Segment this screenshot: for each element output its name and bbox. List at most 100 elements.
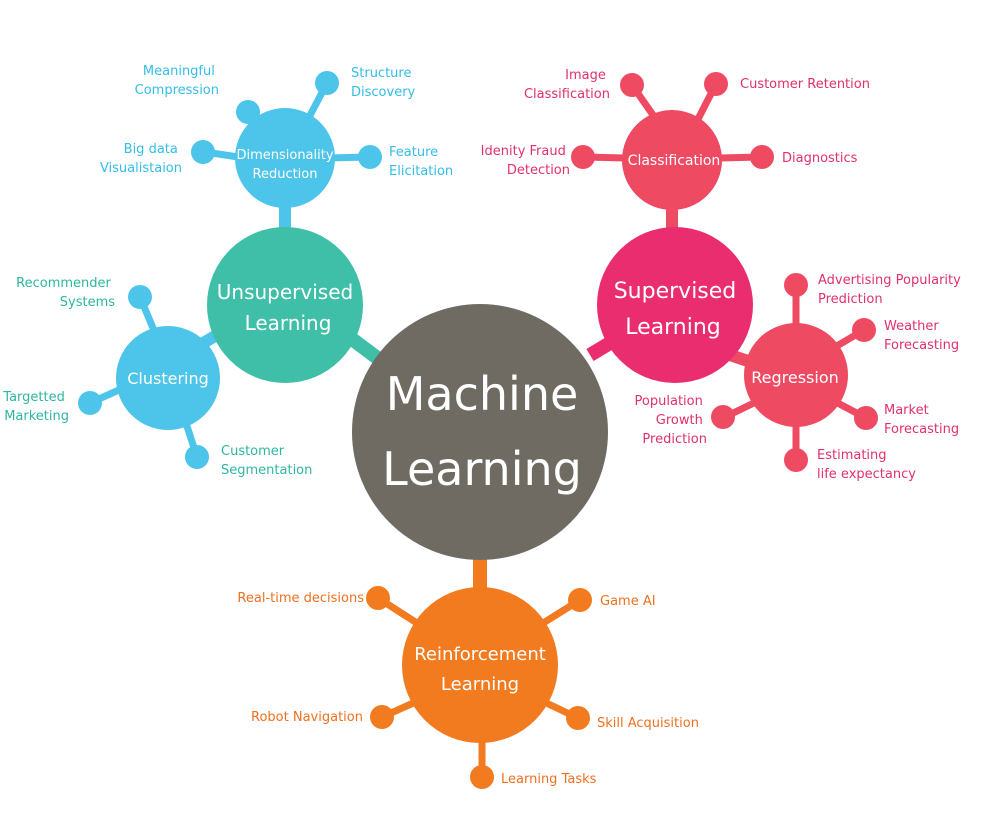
leaf-label-line: Customer [221, 444, 285, 459]
center-label-line1: Machine [386, 367, 579, 421]
leaf-dot [236, 100, 260, 124]
leaf-dot [852, 318, 876, 342]
leaf-dot [711, 405, 735, 429]
reinforcement-label-line2: Learning [441, 674, 519, 695]
leaf-label-line: Image [565, 68, 606, 83]
leaf-dot [566, 706, 590, 730]
leaf-label-line: Diagnostics [782, 151, 858, 166]
leaf-dots [78, 71, 878, 789]
unsupervised-circle [207, 227, 363, 383]
leaf-label: Feature Elicitation [389, 145, 453, 179]
supervised-label-line1: Supervised [614, 279, 737, 304]
leaf-dot [784, 273, 808, 297]
leaf-label: Structure Discovery [351, 66, 416, 100]
leaf-label-line: Elicitation [389, 164, 453, 179]
leaf-dot [470, 765, 494, 789]
supervised-circle [597, 227, 753, 383]
leaf-label: Idenity Fraud Detection [481, 144, 570, 178]
leaf-label-line: Real-time decisions [237, 591, 364, 606]
leaf-label: Estimating life expectancy [817, 448, 916, 482]
leaf-label: Targetted Marketing [2, 390, 69, 424]
leaf-label: Skill Acquisition [597, 716, 699, 731]
leaf-label-line: Idenity Fraud [481, 144, 566, 159]
leaf-dot [315, 71, 339, 95]
leaf-label: Real-time decisions [237, 591, 364, 606]
leaf-label-line: Feature [389, 145, 438, 160]
leaf-dot [78, 391, 102, 415]
leaf-dot [854, 406, 878, 430]
leaf-label-line: Learning Tasks [501, 772, 597, 787]
leaf-label: Weather Forecasting [884, 319, 959, 353]
leaf-label: Image Classification [524, 68, 610, 102]
leaf-dot [185, 445, 209, 469]
classification-circle [622, 110, 722, 210]
node-machine-learning: Machine Learning [352, 304, 608, 560]
node-classification: Classification [622, 110, 722, 210]
leaf-label: Population Growth Prediction [635, 394, 707, 447]
leaf-label-line: Skill Acquisition [597, 716, 699, 731]
leaf-label-line: Estimating [817, 448, 887, 463]
leaf-label-line: life expectancy [817, 467, 916, 482]
leaf-label-line: Recommender [16, 276, 111, 291]
leaf-label: Market Forecasting [884, 403, 959, 437]
classification-label: Classification [628, 153, 721, 169]
leaf-label: Customer Retention [740, 77, 870, 92]
leaf-label-line: Structure [351, 66, 411, 81]
clustering-label: Clustering [127, 369, 209, 388]
leaf-label: Meaningful Compression [135, 64, 219, 98]
center-circle [352, 304, 608, 560]
unsupervised-label-line2: Learning [245, 311, 332, 335]
leaf-label-line: Compression [135, 83, 219, 98]
leaf-label-line: Marketing [4, 409, 69, 424]
leaf-label-line: Population [635, 394, 703, 409]
leaf-label: Game AI [600, 594, 656, 609]
leaf-dot [571, 145, 595, 169]
leaf-label: Big data Visualistaion [100, 142, 182, 176]
leaf-label-line: Market [884, 403, 929, 418]
node-unsupervised-learning: Unsupervised Learning [207, 227, 363, 383]
leaf-dot [370, 705, 394, 729]
leaf-label-line: Classification [524, 87, 610, 102]
node-supervised-learning: Supervised Learning [597, 227, 753, 383]
regression-label: Regression [751, 368, 839, 387]
node-regression: Regression [744, 323, 848, 427]
leaf-label: Learning Tasks [501, 772, 597, 787]
leaf-label-line: Prediction [642, 432, 707, 447]
supervised-label-line2: Learning [625, 315, 721, 340]
dimensionality-label-line2: Reduction [253, 167, 318, 182]
leaf-label-line: Prediction [818, 292, 883, 307]
leaf-label-line: Big data [124, 142, 178, 157]
node-reinforcement-learning: Reinforcement Learning [402, 587, 558, 743]
dimensionality-label-line1: Dimensionality [236, 148, 333, 163]
leaf-dot [568, 588, 592, 612]
leaf-dot [620, 73, 644, 97]
leaf-label: Recommender Systems [16, 276, 115, 310]
leaf-dot [784, 448, 808, 472]
leaf-label-line: Robot Navigation [251, 710, 363, 725]
leaf-label-line: Targetted [2, 390, 65, 405]
node-clustering: Clustering [116, 326, 220, 430]
node-dimensionality-reduction: Dimensionality Reduction [235, 108, 335, 208]
leaf-label-line: Detection [507, 163, 570, 178]
leaf-dot [366, 586, 390, 610]
reinforcement-circle [402, 587, 558, 743]
leaf-label-line: Advertising Popularity [818, 273, 961, 288]
leaf-label-line: Growth [656, 413, 703, 428]
leaf-label: Diagnostics [782, 151, 858, 166]
leaf-dot [191, 140, 215, 164]
leaf-label-line: Segmentation [221, 463, 312, 478]
leaf-label: Customer Segmentation [221, 444, 312, 478]
leaf-label-line: Game AI [600, 594, 656, 609]
leaf-label: Advertising Popularity Prediction [818, 273, 965, 307]
leaf-label-line: Forecasting [884, 422, 959, 437]
leaf-dot [128, 285, 152, 309]
reinforcement-label-line1: Reinforcement [414, 644, 546, 665]
dimensionality-circle [235, 108, 335, 208]
leaf-label: Robot Navigation [251, 710, 363, 725]
clustering-circle [116, 326, 220, 430]
leaf-dot [358, 145, 382, 169]
regression-circle [744, 323, 848, 427]
leaf-label-line: Forecasting [884, 338, 959, 353]
